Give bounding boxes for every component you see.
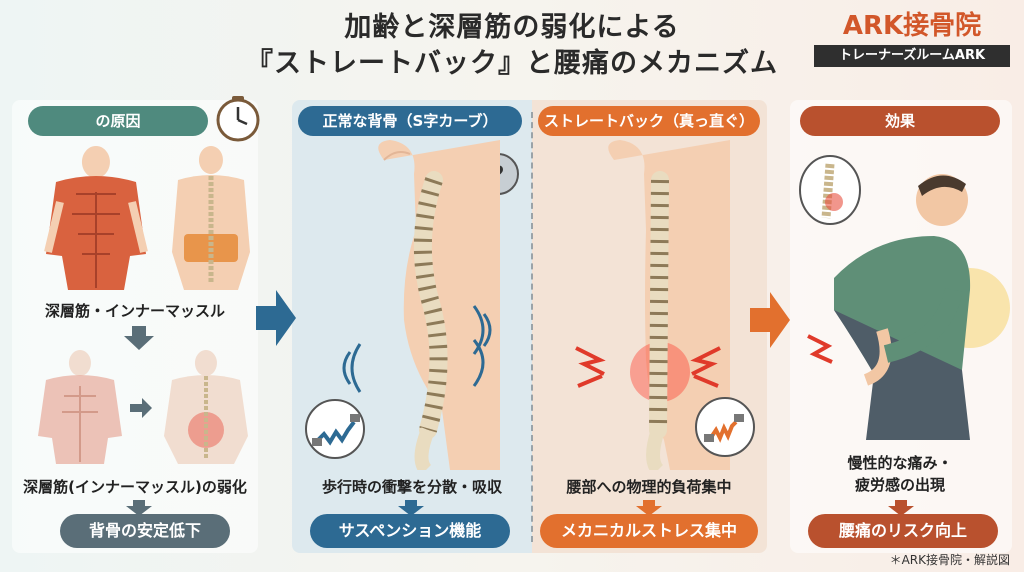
title-line-2: 『ストレートバック』と腰痛のメカニズム	[246, 48, 778, 79]
effect-result-badge: 腰痛のリスク向上	[808, 514, 998, 548]
arrow-down-icon	[398, 500, 424, 516]
pain-burst-icon	[575, 346, 606, 388]
back-spine-figure	[172, 146, 250, 290]
effect-label-line-1: 慢性的な痛み・	[847, 454, 953, 472]
weak-front-figure	[38, 350, 122, 464]
arrow-right-icon	[256, 290, 296, 346]
effect-label-line-2: 疲労感の出現	[854, 476, 945, 494]
back-pain-man-figure	[799, 155, 1010, 440]
spring-icon	[305, 399, 365, 459]
vibration-waves-icon	[342, 343, 362, 393]
arrow-right-icon	[750, 292, 790, 348]
normal-result-badge: サスペンション機能	[310, 514, 510, 548]
arrow-down-icon	[636, 500, 662, 516]
normal-label: 歩行時の衝撃を分散・吸収	[321, 478, 502, 496]
straight-spine-figure	[608, 140, 730, 470]
arrow-right-icon	[130, 398, 152, 418]
arrow-down-icon	[888, 500, 914, 516]
normal-spine-figure	[378, 140, 500, 470]
brand-subtitle: トレーナーズルームARK	[814, 45, 1010, 67]
straight-result-badge: メカニカルストレス集中	[540, 514, 758, 548]
spring-compressed-icon	[695, 397, 755, 457]
title-line-1: 加齢と深層筋の弱化による	[344, 12, 680, 43]
pain-burst-icon	[690, 346, 721, 388]
panel-divider	[531, 112, 533, 542]
cause-result-badge: 背骨の安定低下	[60, 514, 230, 548]
page-title: 加齢と深層筋の弱化による 『ストレートバック』と腰痛のメカニズム	[0, 10, 1024, 82]
brand-name: ARK接骨院	[842, 11, 982, 41]
straight-label: 腰部への物理的負荷集中	[566, 478, 732, 496]
front-muscle-figure	[44, 146, 148, 290]
brand-logo: ARK接骨院 トレーナーズルームARK	[814, 10, 1010, 67]
straight-heading: ストレートバック（真っ直ぐ）	[538, 106, 760, 136]
weak-back-figure	[164, 350, 248, 464]
muscle-label: 深層筋・インナーマッスル	[44, 302, 225, 320]
normal-heading: 正常な背骨（S字カーブ）	[298, 106, 522, 136]
weakening-label: 深層筋(インナーマッスル)の弱化	[23, 478, 247, 496]
arrow-down-icon	[126, 500, 152, 516]
arrow-down-icon	[124, 326, 154, 350]
vibration-waves-icon	[472, 305, 492, 387]
clock-icon	[216, 96, 260, 142]
effect-label: 慢性的な痛み・ 疲労感の出現	[800, 452, 1000, 496]
cause-heading: の原因	[28, 106, 208, 136]
footnote: ＊ARK接骨院・解説図	[889, 553, 1010, 567]
effect-heading: 効果	[800, 106, 1000, 136]
